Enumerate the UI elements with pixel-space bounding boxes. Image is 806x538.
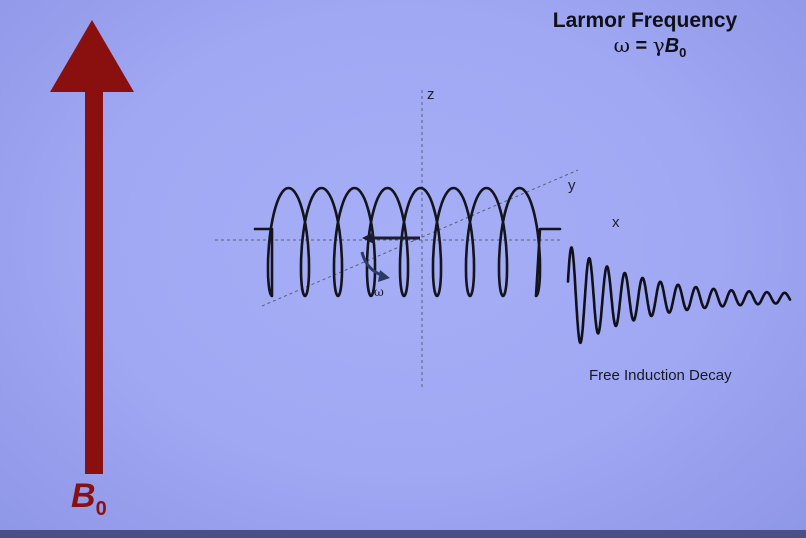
larmor-formula: ω = γB0 <box>530 34 770 64</box>
b0-field-arrow-icon <box>50 20 134 474</box>
formula-subscript: 0 <box>679 45 687 60</box>
screen-bottom-edge <box>0 530 806 538</box>
precession-helix-icon <box>253 186 562 298</box>
b0-field-label: B0 <box>71 478 107 527</box>
fid-signal-icon <box>566 246 792 345</box>
b0-main: B <box>71 477 96 515</box>
spin-omega-label: ω <box>374 285 384 299</box>
fid-label: Free Induction Decay <box>589 367 732 384</box>
formula-equals: = <box>629 35 653 57</box>
formula-b: B <box>664 35 680 57</box>
z-axis-label: z <box>427 86 435 103</box>
coordinate-axes <box>215 90 579 390</box>
formula-gamma: γ <box>652 33 665 57</box>
y-axis-label: y <box>568 177 576 194</box>
x-axis-label: x <box>612 214 620 231</box>
magnetization-vector-icon <box>362 232 420 244</box>
b0-subscript: 0 <box>95 498 107 520</box>
formula-omega: ω <box>613 33 630 57</box>
title-block: Larmor Frequency ω = γB0 <box>520 8 770 64</box>
rotation-arrow-icon <box>360 251 390 282</box>
slide-title: Larmor Frequency <box>552 9 738 32</box>
